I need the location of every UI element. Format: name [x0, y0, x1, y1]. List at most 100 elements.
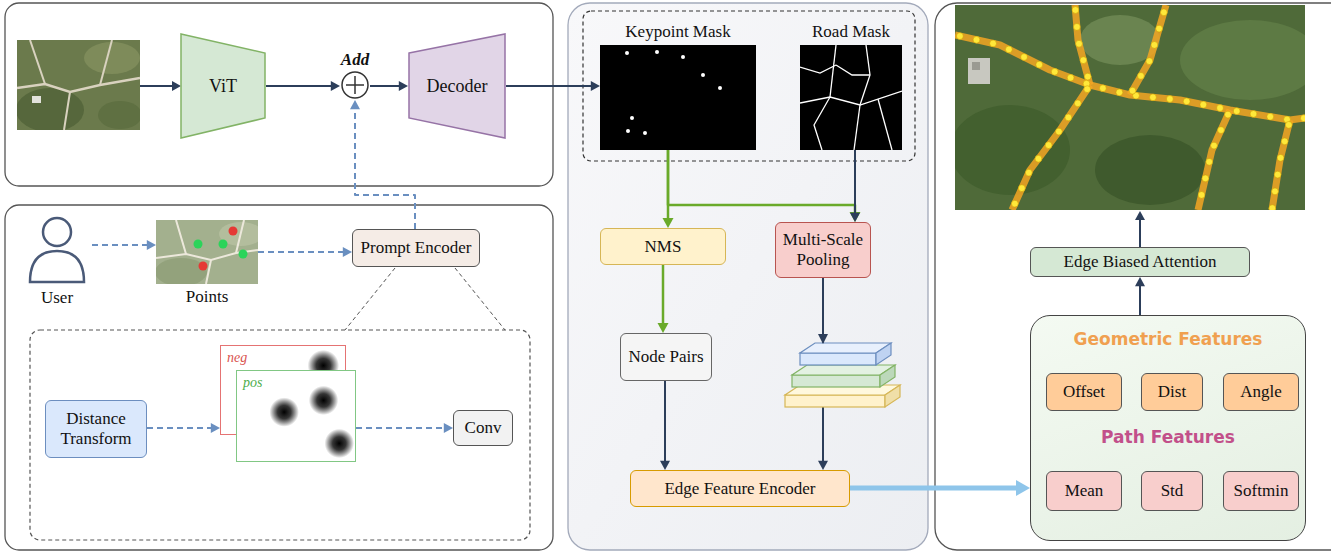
mask-ground — [800, 45, 902, 150]
points-picture — [156, 220, 258, 284]
connector-arrow — [350, 100, 415, 229]
panel-frames-part — [30, 330, 530, 540]
road-keypoint — [1072, 7, 1079, 14]
node-label: Road Mask — [812, 22, 890, 41]
connector-line — [1139, 285, 1141, 315]
connector-line — [92, 244, 148, 246]
keypoint — [681, 55, 685, 59]
road-keypoint — [990, 40, 997, 47]
node-label: pos — [243, 375, 262, 390]
connector-line — [147, 427, 212, 429]
road-line — [800, 91, 902, 105]
node-label: Path Features — [1101, 427, 1235, 447]
road-keypoint — [1055, 128, 1062, 135]
process-box: Edge Feature Encoder — [630, 470, 850, 507]
road-line — [800, 65, 836, 73]
road-keypoint — [1021, 54, 1028, 61]
road-keypoint — [1183, 98, 1190, 105]
decoder-trapezoid: Decoder — [408, 33, 506, 139]
road-keypoint — [1036, 61, 1043, 68]
connector-arrow — [850, 150, 860, 222]
arrow-head — [818, 461, 828, 470]
road-keypoint — [1300, 115, 1305, 122]
pyramid-layer-part — [792, 375, 880, 387]
pyramid-layer-part — [876, 343, 891, 365]
positive-point — [239, 250, 248, 259]
road-overlay-part — [1130, 5, 1166, 95]
positive-point — [219, 240, 228, 249]
node-label: Edge Biased Attention — [1064, 252, 1217, 272]
road-keypoint — [1211, 142, 1218, 149]
heatmap-image: pos — [236, 370, 356, 462]
arrow-head — [1016, 480, 1030, 496]
road-keypoint — [1138, 72, 1145, 79]
road-keypoint — [1084, 73, 1091, 80]
node-label: Decoder — [427, 76, 488, 97]
road-keypoint — [1281, 138, 1288, 145]
output-arrow-part — [1135, 211, 1145, 220]
input-satellite-image-part — [30, 40, 45, 84]
output-road-graph-image-part — [972, 62, 980, 70]
road-keypoint — [1011, 200, 1018, 207]
road-keypoint — [1150, 94, 1157, 101]
process-box: Multi-Scale Pooling — [775, 222, 871, 278]
arrow-head — [350, 100, 360, 109]
heat-blob — [309, 386, 339, 415]
road-keypoint — [1099, 85, 1106, 92]
arrow-head — [211, 423, 220, 433]
road-keypoint — [1074, 100, 1081, 107]
connector-line — [266, 85, 332, 87]
input-satellite-image-part — [98, 101, 140, 129]
output-road-graph-image-part — [968, 58, 990, 84]
connector-arrow — [370, 81, 408, 91]
circle — [342, 72, 368, 98]
node-label: Add — [341, 50, 369, 69]
pyramid-layer-part — [880, 365, 895, 387]
negative-point — [229, 227, 238, 236]
connector-arrow — [850, 480, 1030, 496]
node-label: Edge Feature Encoder — [664, 479, 815, 499]
keypoint — [655, 50, 659, 54]
road-keypoints — [956, 7, 1305, 210]
output-road-graph-image-part — [1180, 20, 1305, 100]
plus-circle — [340, 70, 370, 100]
road-keypoint — [1156, 25, 1163, 32]
road-keypoint — [1076, 40, 1083, 47]
node-label: Multi-Scale Pooling — [781, 230, 865, 269]
road-keypoint — [1267, 113, 1274, 120]
mask-image: Road Mask — [800, 18, 902, 150]
connector-line — [664, 381, 666, 462]
input-satellite-image-part — [17, 78, 140, 92]
process-box: Prompt Encoder — [352, 229, 480, 267]
input-satellite-image — [17, 40, 140, 130]
road-keypoint — [1218, 127, 1225, 134]
keypoint-mask-picture — [600, 45, 756, 150]
connector-arrow — [356, 423, 453, 433]
node-label: Std — [1161, 481, 1184, 501]
heat-blob — [325, 429, 355, 458]
field-patch — [156, 258, 207, 284]
feature-box: Dist — [1141, 373, 1203, 411]
arrow-head — [399, 81, 408, 91]
connector-line — [662, 265, 665, 324]
panel-frames-part — [583, 11, 915, 161]
connector-line — [668, 150, 855, 213]
heatmap-label: neg — [227, 348, 247, 366]
trapezoid-outline — [409, 34, 505, 138]
output-road-graph-image-part — [1095, 135, 1205, 205]
road-keypoint — [1067, 74, 1074, 81]
road-keypoint — [1151, 42, 1158, 49]
road-keypoint — [1160, 9, 1167, 16]
node-label: Dist — [1158, 382, 1186, 402]
connector-arrow — [266, 81, 340, 91]
feature-box: Angle — [1223, 373, 1299, 411]
arrow-head — [850, 212, 861, 222]
plus-bar — [354, 76, 356, 94]
mask-image: Keypoint Mask — [600, 18, 756, 150]
node-label: Softmin — [1234, 481, 1289, 501]
road-keypoint — [1065, 114, 1072, 121]
road-keypoint — [1202, 175, 1209, 182]
pyramid-layer-part — [800, 353, 876, 365]
feature-panel: Geometric FeaturesPath FeaturesOffsetDis… — [1030, 315, 1306, 541]
road-keypoint — [1035, 155, 1042, 162]
